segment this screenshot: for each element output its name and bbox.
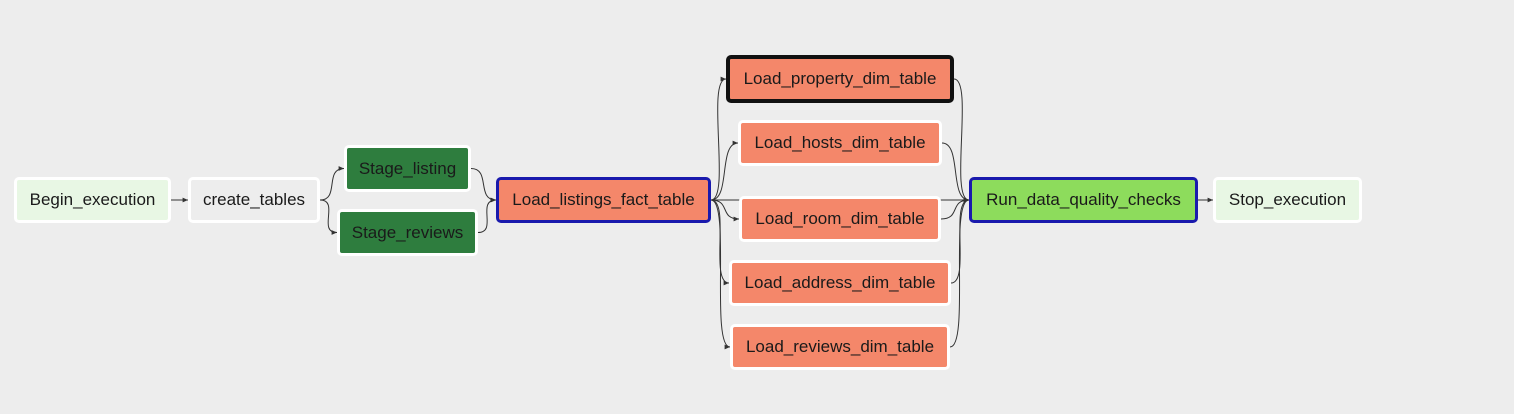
- edge-load-listings-fact-table-to-load-hosts-dim-table: [710, 140, 739, 201]
- edge-load-property-dim-table-to-run-data-quality-checks: [953, 78, 970, 203]
- edge-load-listings-fact-table-to-load-reviews-dim-table: [710, 199, 731, 350]
- node-label: Load_room_dim_table: [755, 209, 925, 228]
- node-label: Run_data_quality_checks: [986, 190, 1181, 209]
- edge-load-hosts-dim-table-to-run-data-quality-checks: [941, 142, 970, 203]
- node-load-room-dim-table[interactable]: Load_room_dim_table: [739, 196, 941, 242]
- node-label: Load_address_dim_table: [744, 273, 936, 292]
- node-load-address-dim-table[interactable]: Load_address_dim_table: [729, 260, 951, 306]
- node-label: Load_property_dim_table: [743, 69, 937, 88]
- node-label: Load_listings_fact_table: [512, 190, 695, 209]
- node-label: create_tables: [202, 190, 306, 209]
- edge-load-reviews-dim-table-to-run-data-quality-checks: [949, 197, 970, 348]
- node-label: Load_reviews_dim_table: [745, 337, 935, 356]
- node-load-property-dim-table[interactable]: Load_property_dim_table: [726, 55, 954, 103]
- node-stage-reviews[interactable]: Stage_reviews: [337, 209, 478, 256]
- edge-create-tables-to-stage-listing: [319, 166, 345, 201]
- node-label: Stop_execution: [1228, 190, 1347, 209]
- node-label: Stage_listing: [358, 158, 457, 178]
- edge-load-listings-fact-table-to-load-property-dim-table: [710, 76, 727, 201]
- edge-stage-listing-to-load-listings-fact-table: [470, 168, 497, 203]
- node-label: Load_hosts_dim_table: [754, 133, 926, 152]
- node-load-hosts-dim-table[interactable]: Load_hosts_dim_table: [738, 120, 942, 166]
- edge-stage-reviews-to-load-listings-fact-table: [477, 197, 497, 233]
- node-begin-execution[interactable]: Begin_execution: [14, 177, 171, 223]
- node-create-tables[interactable]: create_tables: [188, 177, 320, 223]
- node-load-reviews-dim-table[interactable]: Load_reviews_dim_table: [730, 324, 950, 370]
- edge-load-listings-fact-table-to-load-room-dim-table: [710, 199, 740, 222]
- node-run-data-quality-checks[interactable]: Run_data_quality_checks: [969, 177, 1198, 223]
- node-stop-execution[interactable]: Stop_execution: [1213, 177, 1362, 223]
- edge-create-tables-to-stage-reviews: [319, 199, 338, 235]
- node-label: Stage_reviews: [351, 222, 464, 242]
- node-stage-listing[interactable]: Stage_listing: [344, 145, 471, 192]
- node-load-listings-fact-table[interactable]: Load_listings_fact_table: [496, 177, 711, 223]
- node-label: Begin_execution: [29, 190, 156, 209]
